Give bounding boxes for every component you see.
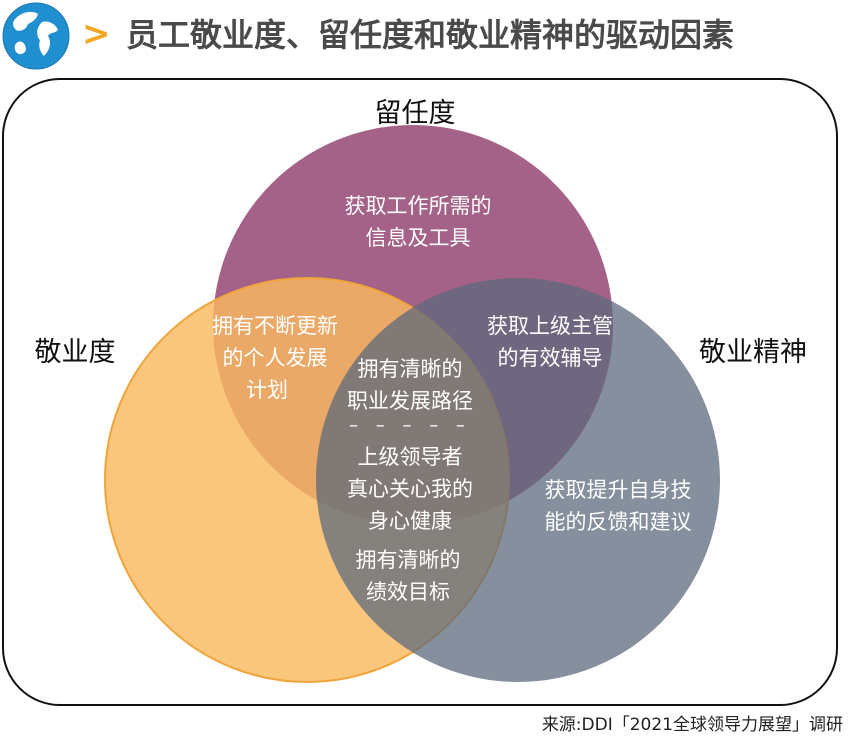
chevron-right-icon: > [82,14,111,54]
divider: – – – – – [349,415,471,436]
region-text: 拥有不断更新 [212,314,338,338]
region-text: 拥有清晰的 [355,548,461,572]
region-text: 的个人发展 [222,346,328,370]
region-text: 信息及工具 [365,226,471,250]
region-dedication-only: 获取提升自身技 能的反馈和建议 [518,474,718,538]
globe-icon [2,2,70,70]
region-text: 上级领导者 [357,445,463,469]
dedication-circle [316,278,720,682]
region-engagement-dedication: 拥有清晰的 绩效目标 [328,544,488,608]
region-text: 的有效辅导 [497,346,603,370]
engagement-label: 敬业度 [34,337,116,368]
region-center: 拥有清晰的 职业发展路径 – – – – – 上级领导者 真心关心我的 身心健康 [320,353,500,537]
dedication-label: 敬业精神 [699,337,807,368]
diagram-frame [2,78,838,706]
region-text: 能的反馈和建议 [544,510,692,534]
region-text: 拥有清晰的 [357,357,463,381]
region-text: 获取提升自身技 [544,478,692,502]
region-retention-dedication: 获取上级主管 的有效辅导 [460,310,640,374]
region-text: 获取工作所需的 [344,194,492,218]
region-retention-only: 获取工作所需的 信息及工具 [318,190,518,254]
region-text: 身心健康 [368,509,452,533]
region-text: 计划 [246,378,288,402]
page-title: 员工敬业度、留任度和敬业精神的驱动因素 [126,16,735,54]
region-text: 获取上级主管 [487,314,613,338]
region-retention-engagement: 拥有不断更新 的个人发展 计划 [190,310,360,406]
header: > 员工敬业度、留任度和敬业精神的驱动因素 [0,0,851,70]
retention-label: 留任度 [374,98,456,129]
region-text: 职业发展路径 [347,389,473,413]
source-note: 来源:DDI「2021全球领导力展望」调研 [541,715,843,735]
region-text: 绩效目标 [366,580,450,604]
region-text: 真心关心我的 [347,477,473,501]
